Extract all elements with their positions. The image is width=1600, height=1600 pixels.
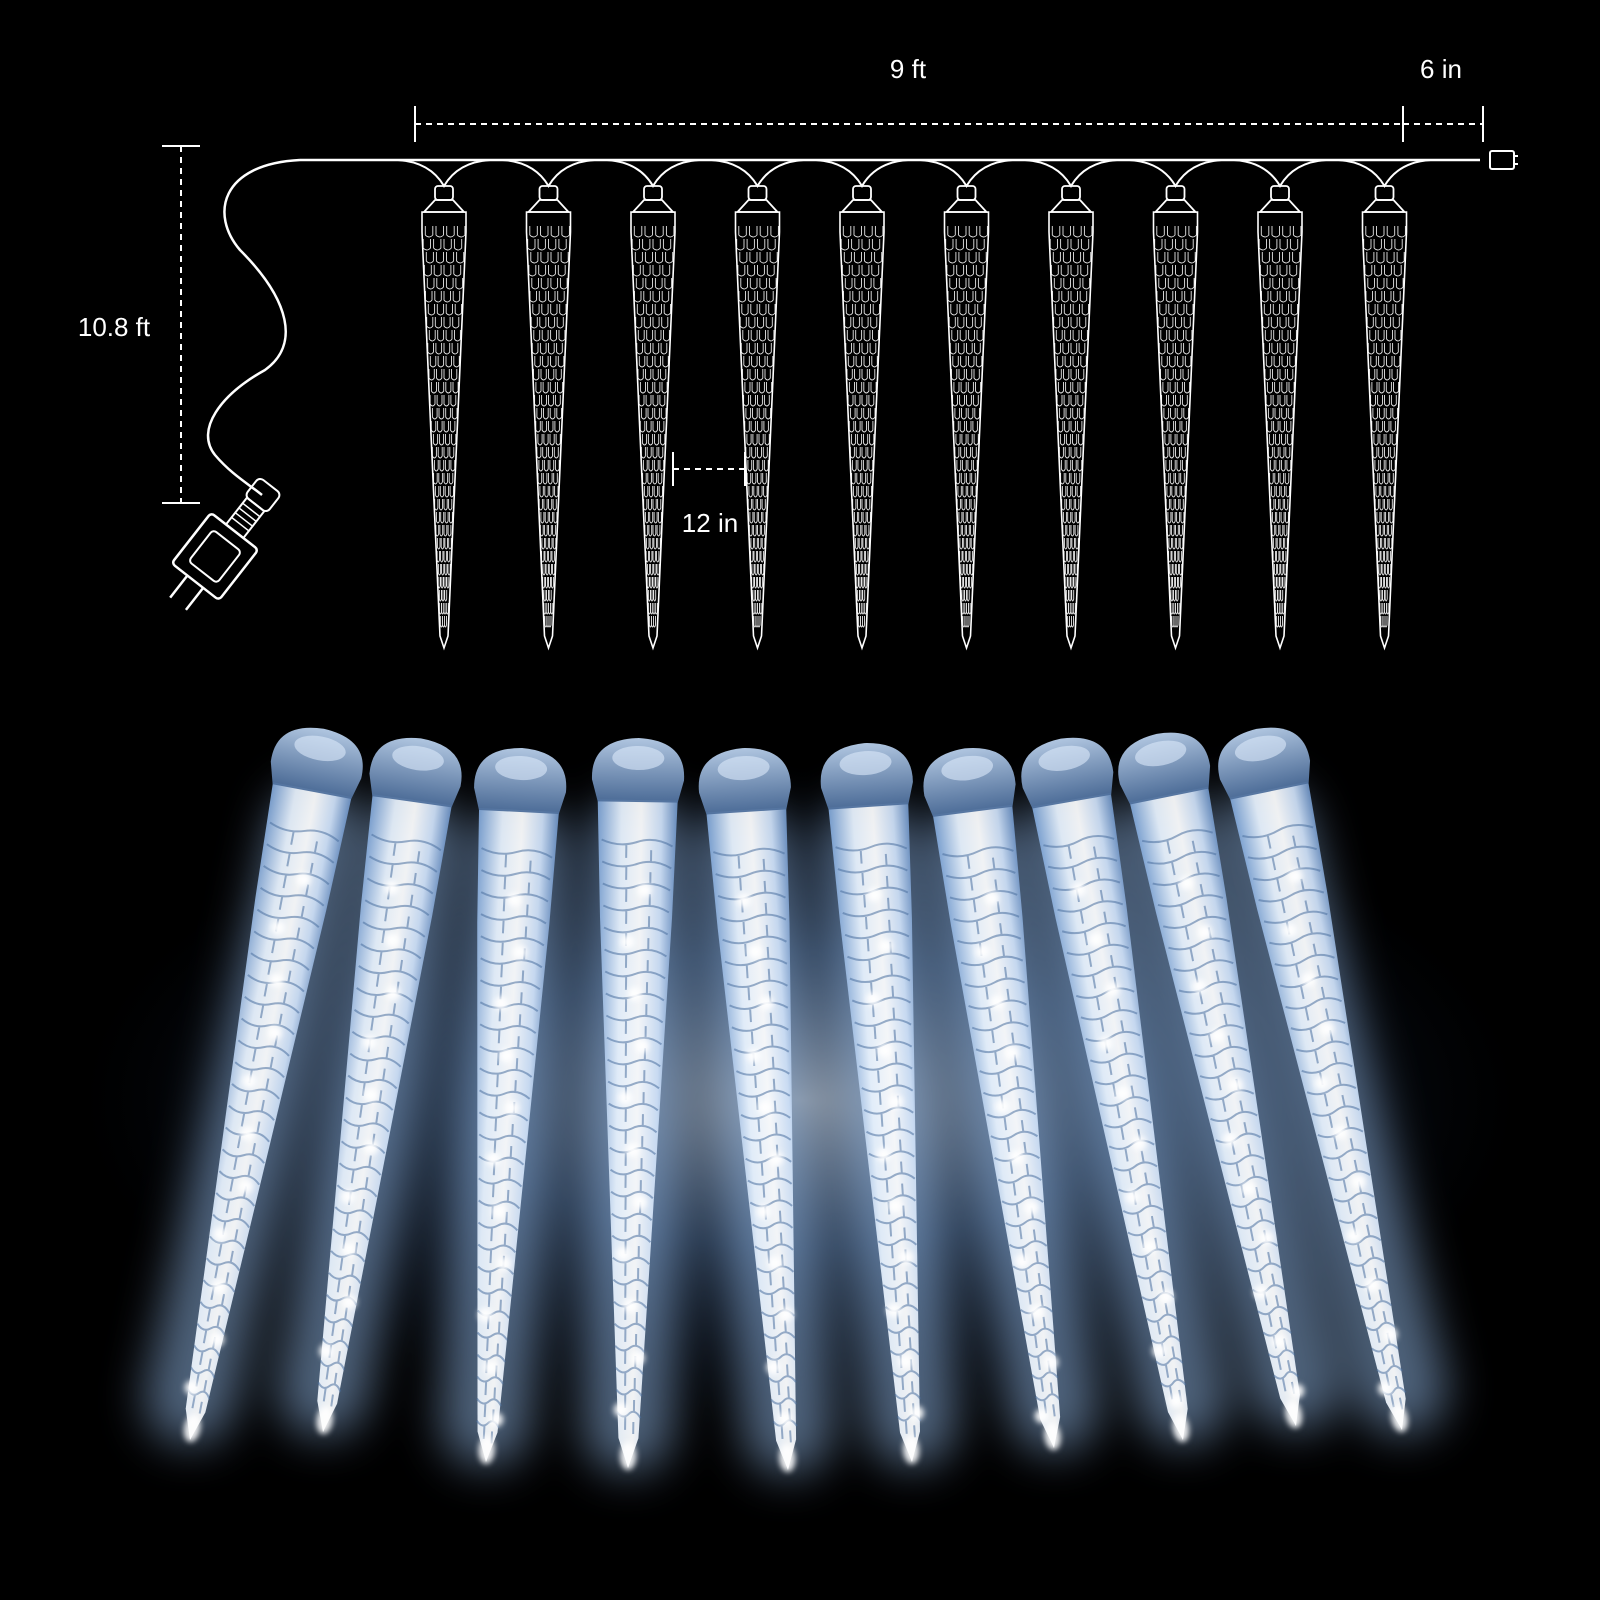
end-lead-dimension-label: 6 in [1420, 54, 1462, 84]
lit-icicle-tube [1021, 737, 1190, 1443]
lead-cable-dimension-label: 10.8 ft [78, 312, 151, 342]
icicle-tube-icon [815, 159, 909, 651]
lit-icicle-tube [316, 737, 462, 1435]
icicle-tube-icon [1024, 159, 1118, 651]
lineart-tube-row [397, 159, 1431, 651]
icicle-tube-icon [397, 159, 491, 651]
span-dimension: 9 ft [414, 54, 1404, 142]
icicle-tube-icon [1233, 159, 1327, 651]
lit-tubes-render [80, 727, 1520, 1475]
icicle-tube-icon [1338, 159, 1431, 651]
lit-icicle-tube [183, 727, 363, 1443]
icicle-tube-icon [502, 159, 595, 651]
end-lead-dimension: 6 in [1403, 54, 1484, 142]
lead-cable [206, 158, 301, 496]
lead-cable-dimension: 10.8 ft [78, 145, 200, 504]
icicle-tube-icon [1129, 159, 1222, 651]
lit-icicle-tube [474, 748, 567, 1465]
lit-icicle-tube [820, 743, 924, 1465]
span-dimension-label: 9 ft [890, 54, 927, 84]
dimension-drawing: 9 ft 6 in 10.8 ft 12 in [78, 54, 1518, 651]
power-plug-icon [169, 477, 281, 611]
lit-tube-row [183, 727, 1408, 1473]
icicle-tube-icon [711, 159, 804, 651]
lit-icicle-tube [698, 748, 798, 1473]
icicle-tube-icon [920, 159, 1013, 651]
tube-spacing-dimension-label: 12 in [682, 508, 738, 538]
lit-icicle-tube [923, 747, 1061, 1451]
lit-icicle-tube [1218, 727, 1408, 1433]
end-connector-icon [1489, 150, 1518, 170]
tube-spacing-dimension: 12 in [672, 452, 746, 538]
lit-icicle-tube [592, 738, 685, 1471]
icicle-tube-icon [606, 159, 700, 651]
lit-icicle-tube [1118, 732, 1305, 1429]
